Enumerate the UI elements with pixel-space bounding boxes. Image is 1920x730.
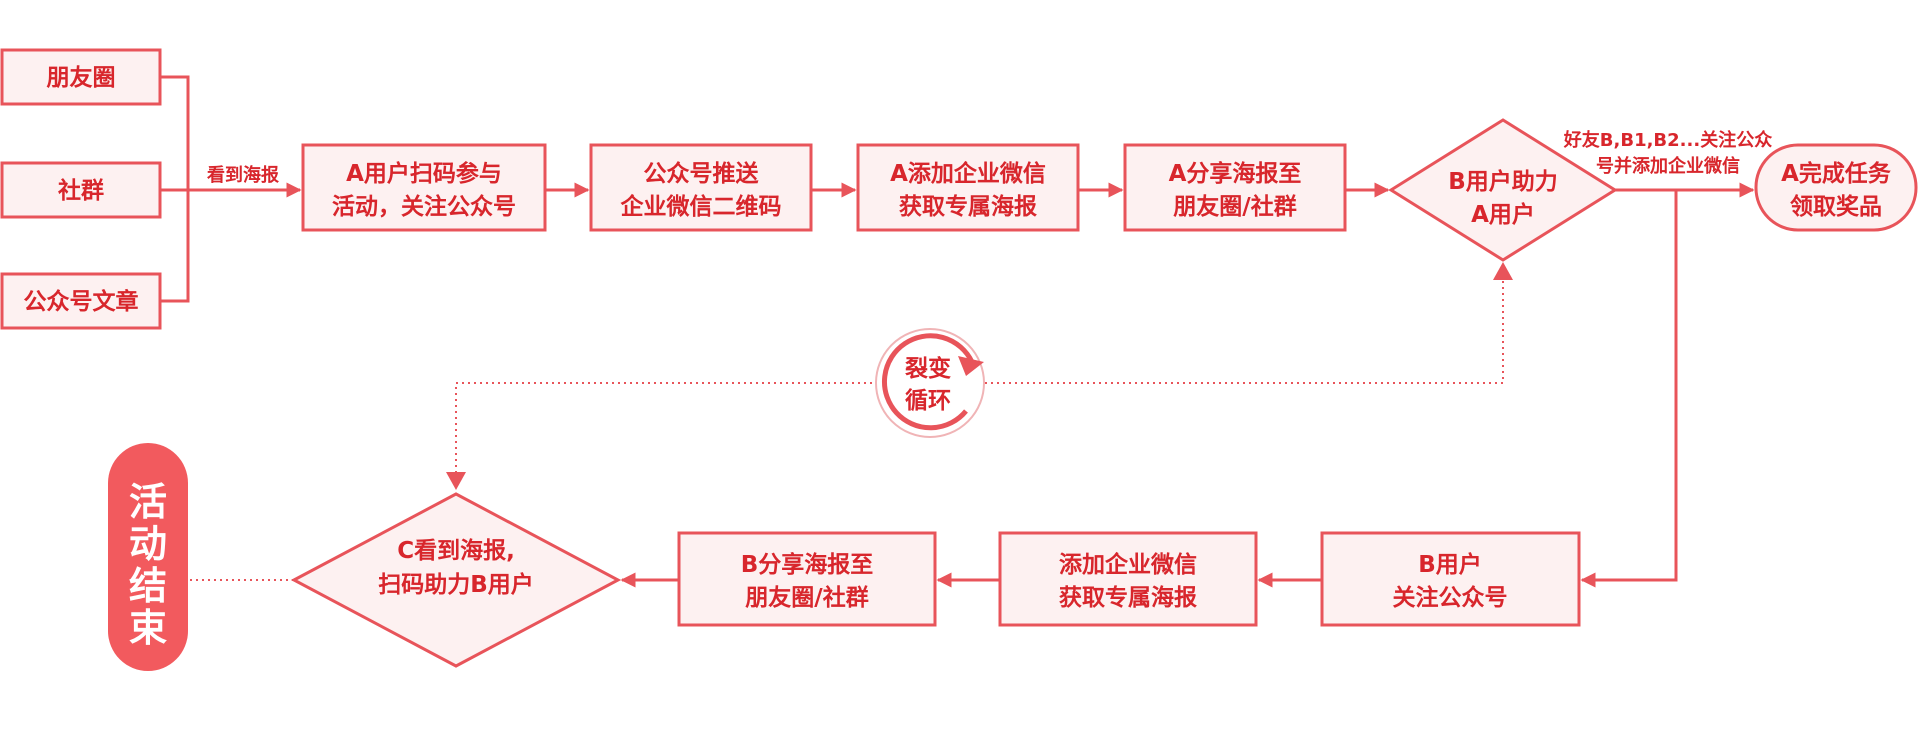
- loop-label-line2: 循环: [905, 387, 951, 414]
- box-a-share: A分享海报至 朋友圈/社群: [1123, 143, 1347, 232]
- box-a-scan: A用户扫码参与 活动，关注公众号: [301, 143, 547, 232]
- box-a-share-line1: A分享海报至: [1169, 160, 1302, 187]
- end-char-4: 束: [129, 606, 167, 650]
- box-a-share-line2: 朋友圈/社群: [1173, 193, 1296, 220]
- box-a-scan-line1: A用户扫码参与: [346, 160, 502, 187]
- dotted-loop-left: [455, 382, 878, 482]
- box-b-share-line2: 朋友圈/社群: [745, 584, 868, 611]
- box-a-complete-line2: 领取奖品: [1790, 193, 1882, 220]
- source-article: 公众号文章: [0, 272, 162, 330]
- box-a-complete-line1: A完成任务: [1781, 160, 1892, 187]
- box-a-add-wechat: A添加企业微信 获取专属海报: [856, 143, 1080, 232]
- box-b-share: B分享海报至 朋友圈/社群: [677, 531, 937, 627]
- box-a-add-wechat-line1: A添加企业微信: [890, 160, 1046, 187]
- box-b-follow-line2: 关注公众号: [1393, 584, 1508, 611]
- box-a-add-wechat-line2: 获取专属海报: [899, 193, 1037, 220]
- connector-down-to-b-follow: [1580, 190, 1678, 588]
- dotted-loop-right: [985, 268, 1504, 384]
- edge-label-see-poster: 看到海报: [206, 164, 279, 186]
- source-moments-label: 朋友圈: [47, 65, 116, 91]
- end-char-3: 结: [129, 564, 167, 608]
- box-b-follow: B用户 关注公众号: [1320, 531, 1581, 627]
- box-b-share-line1: B分享海报至: [741, 551, 874, 578]
- box-a-complete: A完成任务 领取奖品: [1754, 143, 1918, 232]
- box-push-qr: 公众号推送 企业微信二维码: [589, 143, 813, 232]
- loop-label-line1: 裂变: [905, 355, 951, 382]
- end-char-1: 活: [129, 480, 167, 524]
- source-groups: 社群: [0, 161, 162, 219]
- box-b-follow-line1: B用户: [1418, 551, 1482, 578]
- diamond-c-scan: C看到海报, 扫码助力B用户: [290, 492, 622, 668]
- box-add-wechat: 添加企业微信 获取专属海报: [998, 531, 1258, 627]
- diamond-c-scan-line2: 扫码助力B用户: [378, 571, 534, 598]
- circular-arrow-icon: 裂变 循环: [875, 328, 985, 438]
- box-push-qr-line1: 公众号推送: [644, 160, 759, 187]
- source-bracket-connector: [160, 75, 190, 303]
- activity-end: 活 动 结 束: [108, 443, 188, 671]
- source-groups-label: 社群: [58, 177, 104, 204]
- diamond-b-help-line2: A用户: [1471, 201, 1535, 228]
- source-moments: 朋友圈: [0, 48, 162, 106]
- loop-arrowhead-down: [446, 472, 466, 490]
- diamond-c-scan-line1: C看到海报,: [397, 537, 515, 564]
- box-push-qr-line2: 企业微信二维码: [620, 193, 782, 220]
- diamond-b-help: B用户助力 A用户: [1388, 118, 1618, 262]
- loop-arrowhead-up: [1493, 262, 1513, 280]
- box-a-scan-line2: 活动，关注公众号: [332, 193, 516, 220]
- box-add-wechat-line2: 获取专属海报: [1059, 584, 1197, 611]
- box-add-wechat-line1: 添加企业微信: [1059, 551, 1197, 578]
- diamond-b-help-line1: B用户助力: [1448, 168, 1558, 195]
- edge-label-friends-follow-1: 好友B,B1,B2...关注公众: [1563, 129, 1772, 151]
- source-article-label: 公众号文章: [24, 288, 139, 315]
- end-char-2: 动: [129, 522, 167, 566]
- edge-label-friends-follow-2: 号并添加企业微信: [1596, 155, 1740, 177]
